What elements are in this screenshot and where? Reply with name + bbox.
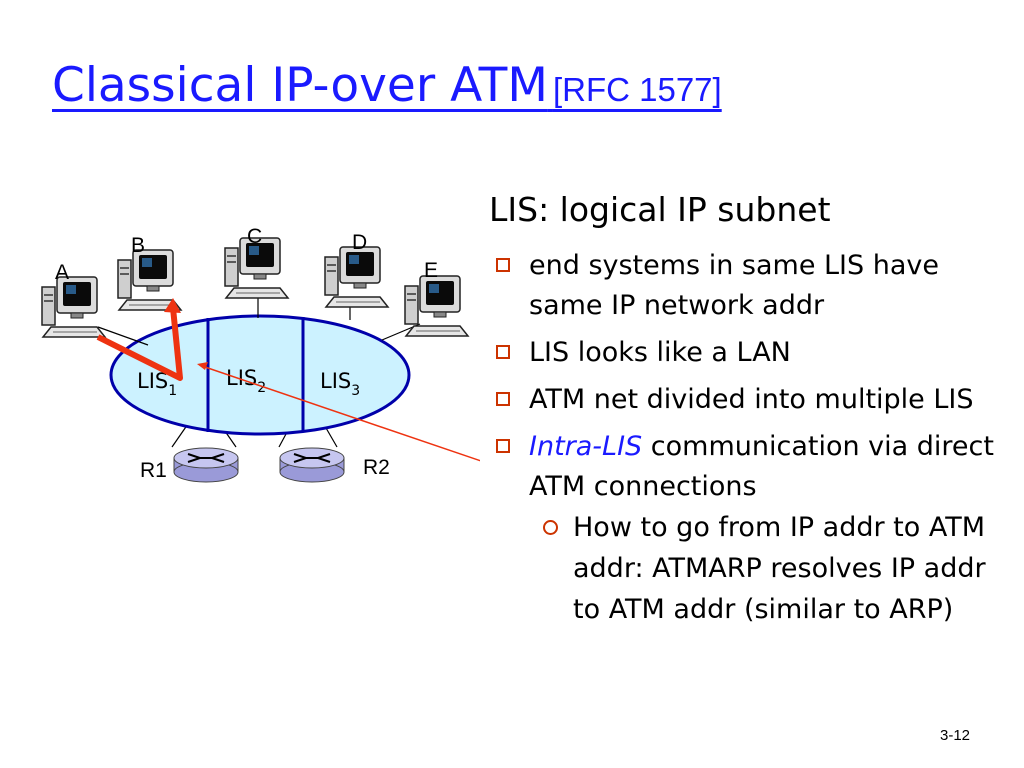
bullet-emphasis: Intra-LIS <box>529 431 643 462</box>
sub-bullet-text: How to go from IP addr to ATM addr: ATMA… <box>573 512 986 625</box>
circle-bullet-icon <box>543 520 558 535</box>
slide-number: 3-12 <box>940 727 971 744</box>
square-bullet-icon <box>496 258 510 272</box>
computer-a-icon <box>41 276 106 338</box>
sub-bullet-list: How to go from IP addr to ATM addr: ATMA… <box>529 507 996 630</box>
atm-network-cloud <box>109 314 411 436</box>
bullet-list: end systems in same LIS have same IP net… <box>496 246 996 637</box>
lis-3-label: LIS3 <box>320 369 360 399</box>
host-link <box>97 326 149 346</box>
lis-heading: LIS: logical IP subnet <box>489 190 831 229</box>
square-bullet-icon <box>496 392 510 406</box>
host-label-a: A <box>55 261 69 284</box>
slide-title: Classical IP-over ATM [RFC 1577] <box>52 58 722 113</box>
callout-arrow <box>201 365 480 462</box>
sub-bullet-item: How to go from IP addr to ATM addr: ATMA… <box>529 507 996 630</box>
bullet-item: Intra-LIS communication via direct ATM c… <box>496 427 996 630</box>
title-main: Classical IP-over ATM <box>52 58 548 113</box>
host-label-c: C <box>247 225 262 248</box>
router-label-r1: R1 <box>140 459 167 482</box>
bullet-item: end systems in same LIS have same IP net… <box>496 246 996 326</box>
path-arrowhead <box>164 298 181 313</box>
bullet-item: ATM net divided into multiple LIS <box>496 380 996 420</box>
host-label-e: E <box>424 259 438 282</box>
router-r2-icon <box>279 447 345 483</box>
lis-2-label: LIS2 <box>226 366 266 396</box>
lis-network-diagram: A B C D E LIS1 LIS2 LIS3 R1 R2 <box>41 225 480 483</box>
host-label-d: D <box>352 231 367 254</box>
bullet-text: communication via direct ATM connections <box>529 431 994 502</box>
bullet-item: LIS looks like a LAN <box>496 333 996 373</box>
title-rfc-reference: [RFC 1577] <box>552 71 722 108</box>
router-r1-icon <box>173 447 239 483</box>
computer-e-icon <box>404 275 469 337</box>
lis-1-label: LIS1 <box>137 369 177 399</box>
square-bullet-icon <box>496 439 510 453</box>
host-label-b: B <box>131 234 145 257</box>
router-label-r2: R2 <box>363 456 390 479</box>
square-bullet-icon <box>496 345 510 359</box>
intra-lis-path <box>96 307 183 381</box>
callout-arrowhead <box>197 362 208 370</box>
computer-d-icon <box>324 246 389 308</box>
bullet-text: ATM net divided into multiple LIS <box>529 384 974 415</box>
bullet-text: end systems in same LIS have same IP net… <box>529 250 939 321</box>
bullet-text: LIS looks like a LAN <box>529 337 791 368</box>
